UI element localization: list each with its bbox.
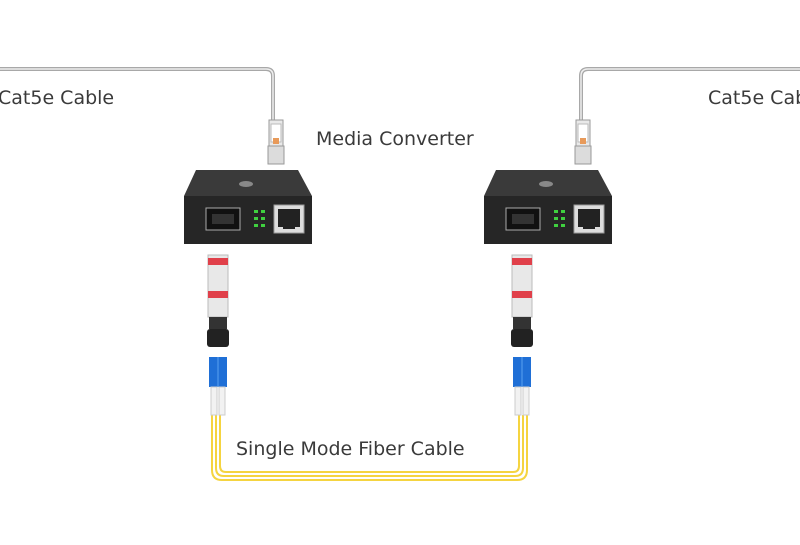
label-fiber-cable: Single Mode Fiber Cable (236, 438, 465, 460)
media-converter-left (183, 169, 313, 245)
sfp-module-left-icon (206, 254, 230, 416)
sfp-module-right-icon (510, 254, 534, 416)
media-converter-right (483, 169, 613, 245)
rj45-plug-left-icon (267, 119, 285, 165)
label-cat5e-left: Cat5e Cable (0, 87, 115, 109)
label-media-converter: Media Converter (316, 128, 474, 150)
label-cat5e-right: Cat5e Cable (708, 87, 800, 109)
rj45-plug-right-icon (574, 119, 592, 165)
single-mode-fiber-cable (211, 415, 528, 481)
